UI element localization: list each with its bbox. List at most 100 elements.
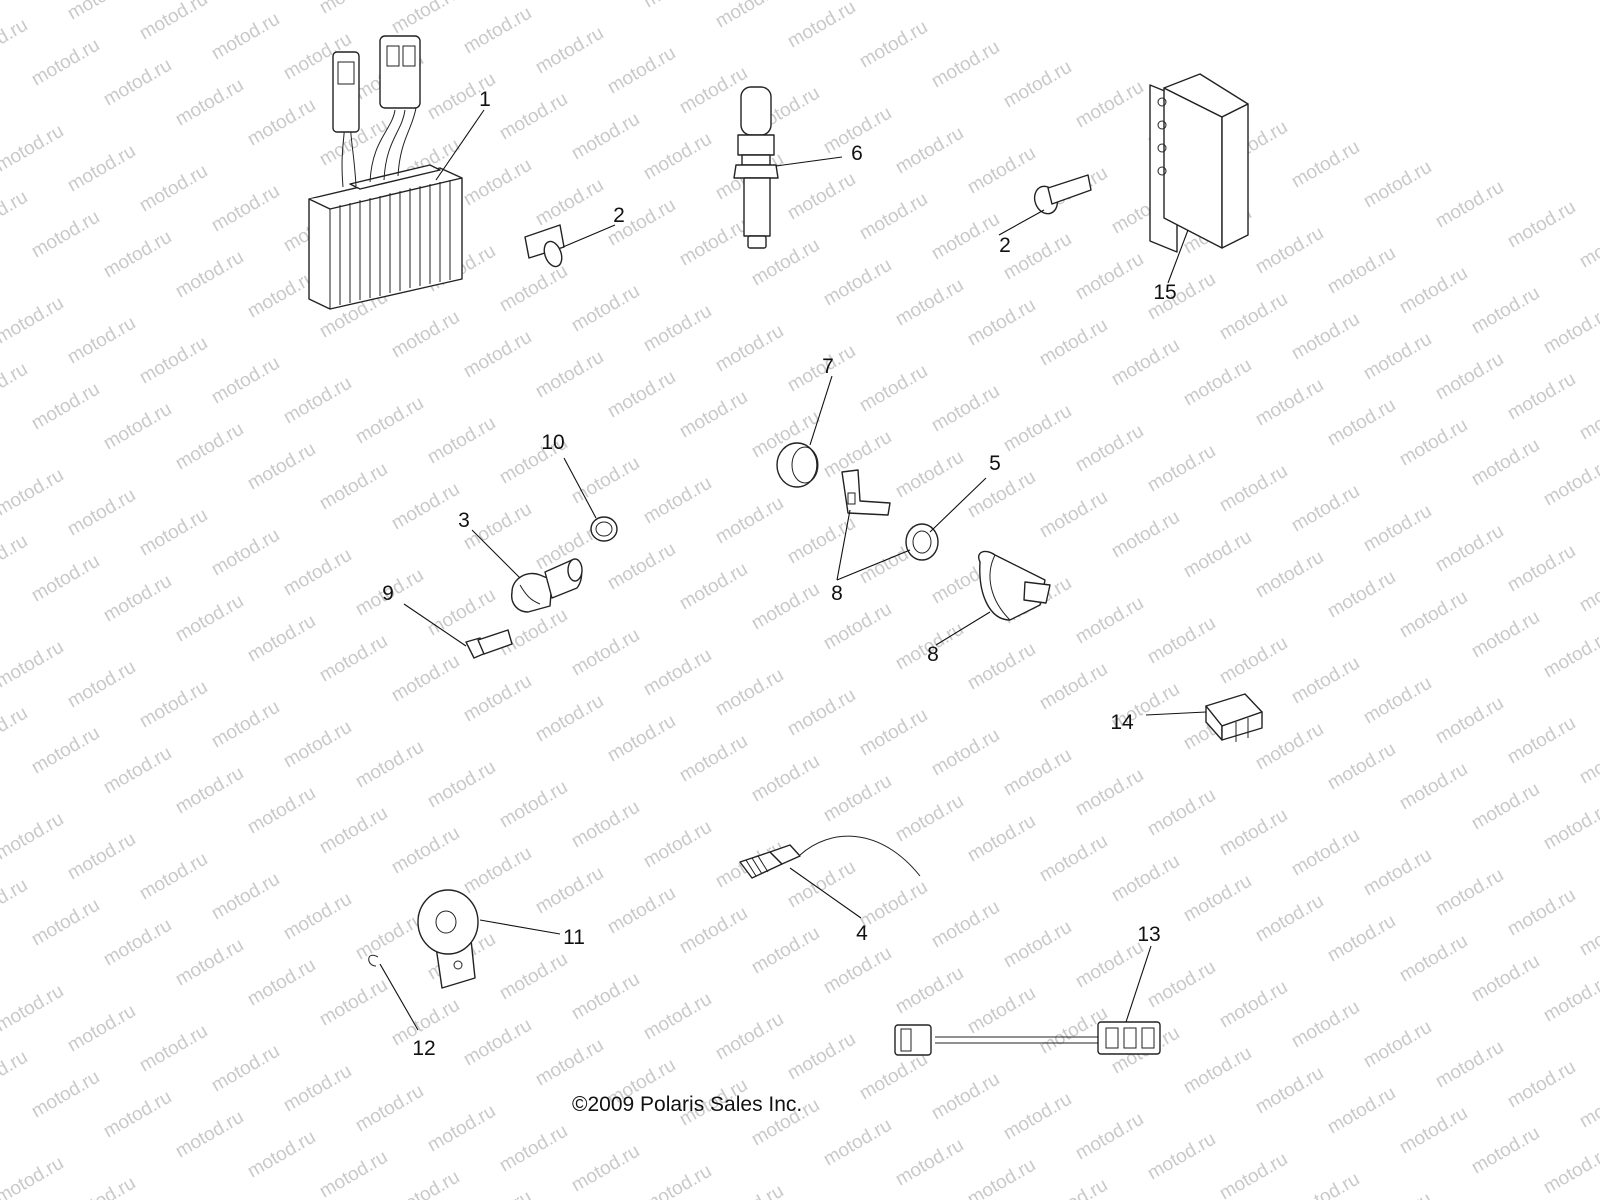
watermark-text: motod.ru <box>136 1021 211 1077</box>
watermark-text: motod.ru <box>568 109 643 165</box>
watermark-text: motod.ru <box>388 307 463 363</box>
watermark-text: motod.ru <box>1540 455 1600 511</box>
watermark-text: motod.ru <box>172 1107 247 1163</box>
callout-9: 9 <box>382 582 394 605</box>
watermark-text: motod.ru <box>460 327 535 383</box>
watermark-text: motod.ru <box>964 143 1039 199</box>
watermark-text: motod.ru <box>100 743 175 799</box>
watermark-text: motod.ru <box>1036 315 1111 371</box>
watermark-text: motod.ru <box>1432 521 1507 577</box>
watermark-text: motod.ru <box>892 791 967 847</box>
watermark-text: motod.ru <box>1504 713 1579 769</box>
watermark-text: motod.ru <box>1324 1083 1399 1139</box>
watermark-text: motod.ru <box>1252 223 1327 279</box>
watermark-text: motod.ru <box>1288 309 1363 365</box>
watermark-text: motod.ru <box>820 771 895 827</box>
watermark-text: motod.ru <box>568 625 643 681</box>
watermark-text: motod.ru <box>820 943 895 999</box>
watermark-text: motod.ru <box>928 897 1003 953</box>
watermark-text: motod.ru <box>1000 745 1075 801</box>
watermark-text: motod.ru <box>244 267 319 323</box>
watermark-text: motod.ru <box>1252 375 1327 431</box>
watermark-text: motod.ru <box>0 981 67 1037</box>
temperature-sensor-part <box>739 835 921 879</box>
watermark-text: motod.ru <box>1252 1063 1327 1119</box>
watermark-text: motod.ru <box>640 129 715 185</box>
watermark-text: motod.ru <box>460 1187 535 1200</box>
watermark-text: motod.ru <box>1504 1057 1579 1113</box>
watermark-text: motod.ru <box>640 645 715 701</box>
watermark-text: motod.ru <box>568 969 643 1025</box>
callout-10: 10 <box>541 431 564 454</box>
copyright-notice: ©2009 Polaris Sales Inc. <box>572 1093 803 1116</box>
watermark-text: motod.ru <box>1180 355 1255 411</box>
watermark-text: motod.ru <box>28 207 103 263</box>
watermark-text: motod.ru <box>1216 1149 1291 1200</box>
watermark-text: motod.ru <box>172 935 247 991</box>
watermark-text: motod.ru <box>1576 905 1600 961</box>
cdi-box-part <box>1149 73 1249 253</box>
adapter-harness-part <box>894 1021 1161 1056</box>
watermark-text: motod.ru <box>244 611 319 667</box>
watermark-text: motod.ru <box>1216 289 1291 345</box>
watermark-text: motod.ru <box>0 703 31 759</box>
watermark-text: motod.ru <box>1396 931 1471 987</box>
watermark-text: motod.ru <box>0 875 31 931</box>
watermark-text: motod.ru <box>352 393 427 449</box>
watermark-text: motod.ru <box>496 89 571 145</box>
watermark-text: motod.ru <box>0 465 67 521</box>
watermark-text: motod.ru <box>928 725 1003 781</box>
watermark-text: motod.ru <box>1540 971 1600 1027</box>
watermark-text: motod.ru <box>532 863 607 919</box>
watermark-text: motod.ru <box>172 763 247 819</box>
switch-part <box>978 550 1051 621</box>
watermark-text: motod.ru <box>1576 561 1600 617</box>
watermark-text: motod.ru <box>208 869 283 925</box>
watermark-text: motod.ru <box>1324 911 1399 967</box>
watermark-text: motod.ru <box>1360 157 1435 213</box>
watermark-text: motod.ru <box>0 637 67 693</box>
watermark-text: motod.ru <box>460 671 535 727</box>
watermark-text: motod.ru <box>568 453 643 509</box>
watermark-text: motod.ru <box>1072 765 1147 821</box>
watermark-text: motod.ru <box>1072 937 1147 993</box>
watermark-text: motod.ru <box>64 0 139 24</box>
callout-2: 2 <box>999 234 1011 257</box>
watermark-text: motod.ru <box>28 551 103 607</box>
watermark-text: motod.ru <box>964 467 1039 523</box>
callout-13: 13 <box>1137 923 1160 946</box>
watermark-text: motod.ru <box>820 255 895 311</box>
watermark-text: motod.ru <box>1072 77 1147 133</box>
watermark-text: motod.ru <box>1360 501 1435 557</box>
watermark-text: motod.ru <box>100 399 175 455</box>
watermark-text: motod.ru <box>28 1067 103 1123</box>
watermark-text: motod.ru <box>0 809 67 865</box>
watermark-text: motod.ru <box>64 1001 139 1057</box>
watermark-text: motod.ru <box>424 1101 499 1157</box>
watermark-text: motod.ru <box>1288 825 1363 881</box>
watermark-text: motod.ru <box>1288 997 1363 1053</box>
watermark-text: motod.ru <box>1360 329 1435 385</box>
watermark-text: motod.ru <box>100 571 175 627</box>
watermark-text: motod.ru <box>64 657 139 713</box>
watermark-text: motod.ru <box>640 1161 715 1200</box>
watermark-text: motod.ru <box>532 1035 607 1091</box>
watermark-text: motod.ru <box>388 823 463 879</box>
watermark-text: motod.ru <box>604 539 679 595</box>
watermark-text: motod.ru <box>1504 541 1579 597</box>
watermark-text: motod.ru <box>244 783 319 839</box>
watermark-text: motod.ru <box>1396 587 1471 643</box>
watermark-text: motod.ru <box>1072 421 1147 477</box>
watermark-text: motod.ru <box>0 121 67 177</box>
watermark-text: motod.ru <box>928 37 1003 93</box>
callout-5: 5 <box>989 452 1001 475</box>
callout-3: 3 <box>458 509 470 532</box>
bolt-part <box>1033 174 1092 215</box>
watermark-text: motod.ru <box>676 559 751 615</box>
watermark-text: motod.ru <box>928 209 1003 265</box>
watermark-text: motod.ru <box>712 1181 787 1200</box>
watermark-text: motod.ru <box>1468 1123 1543 1179</box>
watermark-text: motod.ru <box>640 301 715 357</box>
watermark-text: motod.ru <box>712 321 787 377</box>
watermark-text: motod.ru <box>1216 805 1291 861</box>
